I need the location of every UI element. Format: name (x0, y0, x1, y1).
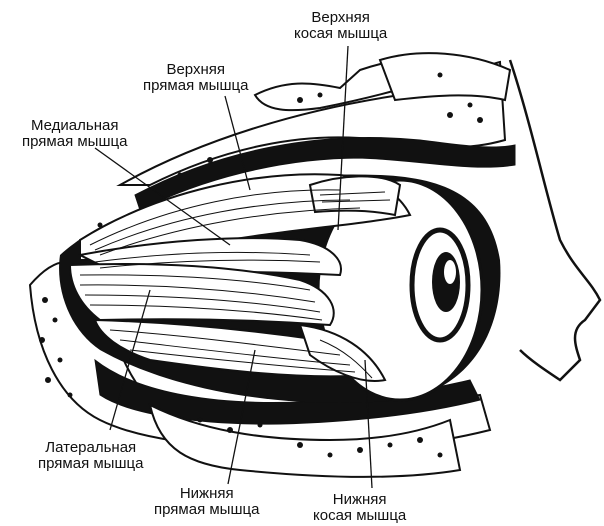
label-lateral-rectus-line1: Латеральная (38, 440, 143, 456)
label-inferior-oblique-line2: косая мышца (313, 508, 406, 524)
label-inferior-oblique: Нижняя косая мышца (313, 492, 406, 524)
label-medial-rectus-line2: прямая мышца (22, 134, 127, 150)
label-superior-oblique-line1: Верхняя (294, 10, 387, 26)
label-superior-oblique-line2: косая мышца (294, 26, 387, 42)
label-lateral-rectus: Латеральная прямая мышца (38, 440, 143, 472)
label-superior-rectus-line1: Верхняя (143, 62, 248, 78)
label-superior-oblique: Верхняя косая мышца (294, 10, 387, 42)
label-superior-rectus-line2: прямая мышца (143, 78, 248, 94)
label-medial-rectus-line1: Медиальная (22, 118, 127, 134)
face-profile (510, 60, 600, 380)
label-superior-rectus: Верхняя прямая мышца (143, 62, 248, 94)
label-medial-rectus: Медиальная прямая мышца (22, 118, 127, 150)
label-inferior-rectus-line1: Нижняя (154, 486, 259, 502)
label-inferior-rectus: Нижняя прямая мышца (154, 486, 259, 518)
label-lateral-rectus-line2: прямая мышца (38, 456, 143, 472)
label-inferior-oblique-line1: Нижняя (313, 492, 406, 508)
label-inferior-rectus-line2: прямая мышца (154, 502, 259, 518)
